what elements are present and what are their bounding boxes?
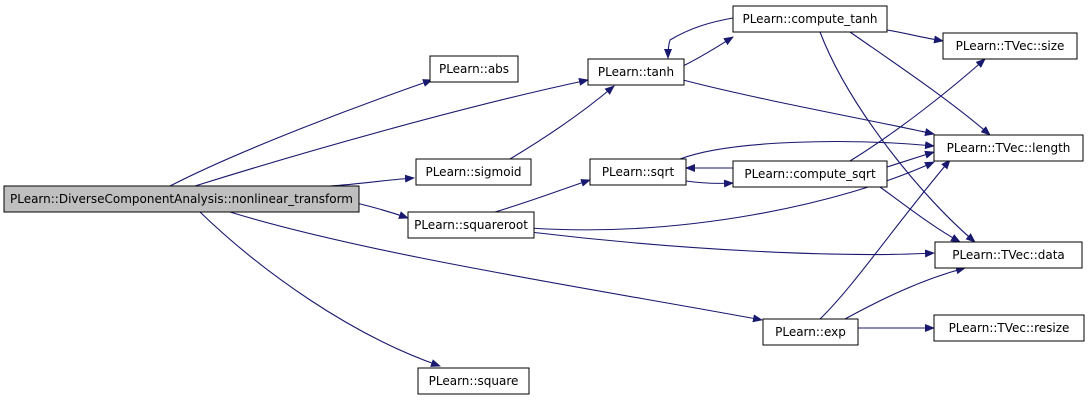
edge-exp-to-length xyxy=(819,159,951,320)
edge-compute_tanh-to-length xyxy=(849,31,991,136)
node-label: PLearn::exp xyxy=(775,325,846,339)
node-tanh[interactable]: PLearn::tanh xyxy=(587,58,685,86)
node-data[interactable]: PLearn::TVec::data xyxy=(934,241,1083,269)
node-length[interactable]: PLearn::TVec::length xyxy=(933,134,1084,162)
node-box[interactable] xyxy=(3,185,360,213)
node-label: PLearn::compute_sqrt xyxy=(744,167,876,181)
edge-root-to-abs xyxy=(169,79,433,187)
edge-sqrt-to-length xyxy=(679,141,935,160)
node-compute_tanh[interactable]: PLearn::compute_tanh xyxy=(732,5,888,33)
node-sqrt[interactable]: PLearn::sqrt xyxy=(589,158,687,186)
edge-compute_tanh-to-data xyxy=(819,31,976,243)
node-root[interactable]: PLearn::DiverseComponentAnalysis::nonlin… xyxy=(3,185,360,213)
edge-root-to-square xyxy=(199,211,441,367)
node-label: PLearn::squareroot xyxy=(414,218,528,232)
edge-compute_tanh-to-size xyxy=(886,29,944,44)
edges-layer xyxy=(169,17,991,367)
edge-root-to-tanh xyxy=(194,77,589,187)
edge-tanh-to-compute_tanh xyxy=(682,36,734,67)
node-label: PLearn::TVec::data xyxy=(952,248,1065,262)
node-resize[interactable]: PLearn::TVec::resize xyxy=(933,314,1085,342)
node-squareroot[interactable]: PLearn::squareroot xyxy=(407,211,535,239)
node-label: PLearn::sigmoid xyxy=(425,165,521,179)
edge-compute_sqrt-to-length xyxy=(886,150,935,168)
node-label: PLearn::TVec::size xyxy=(956,39,1065,53)
node-abs[interactable]: PLearn::abs xyxy=(429,55,519,83)
node-box[interactable] xyxy=(417,367,530,395)
edge-tanh-to-length xyxy=(682,79,935,136)
edge-squareroot-to-data xyxy=(529,231,935,258)
edge-squareroot-to-sqrt xyxy=(494,179,591,213)
node-box[interactable] xyxy=(933,314,1085,342)
node-exp[interactable]: PLearn::exp xyxy=(762,318,859,346)
node-label: PLearn::DiverseComponentAnalysis::nonlin… xyxy=(10,192,353,206)
edge-squareroot-to-length xyxy=(529,161,935,231)
edge-sigmoid-to-tanh xyxy=(509,85,615,160)
node-box[interactable] xyxy=(934,241,1083,269)
node-compute_sqrt[interactable]: PLearn::compute_sqrt xyxy=(732,160,888,188)
node-label: PLearn::sqrt xyxy=(602,165,675,179)
node-label: PLearn::square xyxy=(429,374,519,388)
node-box[interactable] xyxy=(942,32,1078,60)
edge-compute_sqrt-to-size xyxy=(849,58,986,162)
node-box[interactable] xyxy=(933,134,1084,162)
edge-sqrt-to-compute_sqrt xyxy=(685,179,734,188)
node-label: PLearn::tanh xyxy=(598,65,674,79)
node-box[interactable] xyxy=(732,160,888,188)
node-box[interactable] xyxy=(589,158,687,186)
node-box[interactable] xyxy=(415,158,532,186)
node-box[interactable] xyxy=(429,55,519,83)
node-label: PLearn::compute_tanh xyxy=(742,12,877,26)
edge-compute_tanh-to-tanh xyxy=(664,17,734,59)
edge-exp-to-data xyxy=(844,266,966,320)
node-square[interactable]: PLearn::square xyxy=(417,367,530,395)
node-box[interactable] xyxy=(732,5,888,33)
node-sigmoid[interactable]: PLearn::sigmoid xyxy=(415,158,532,186)
node-box[interactable] xyxy=(587,58,685,86)
node-box[interactable] xyxy=(762,318,859,346)
nodes-layer: PLearn::DiverseComponentAnalysis::nonlin… xyxy=(3,5,1085,395)
edge-root-to-sigmoid xyxy=(329,174,415,187)
node-box[interactable] xyxy=(407,211,535,239)
node-label: PLearn::TVec::resize xyxy=(949,321,1070,335)
edge-compute_sqrt-to-data xyxy=(879,186,961,243)
node-label: PLearn::abs xyxy=(439,62,509,76)
node-label: PLearn::TVec::length xyxy=(947,141,1071,155)
edge-root-to-exp xyxy=(229,211,763,323)
node-size[interactable]: PLearn::TVec::size xyxy=(942,32,1078,60)
